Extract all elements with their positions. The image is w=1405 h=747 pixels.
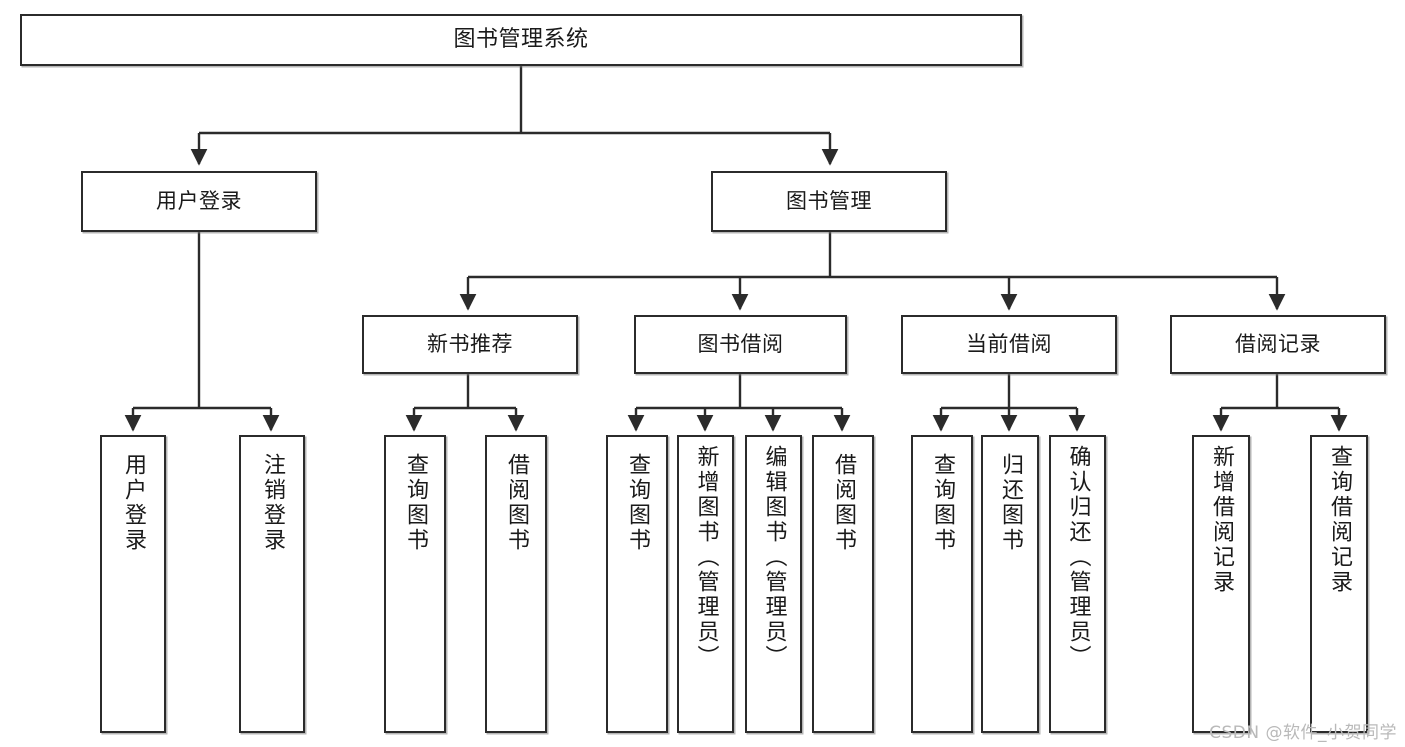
node-leaf-query-record[interactable]: 查询借阅记录 [1310, 435, 1368, 733]
node-current-borrow[interactable]: 当前借阅 [901, 315, 1117, 374]
node-leaf-user-login-label: 用户登录 [121, 453, 146, 553]
node-leaf-user-logout[interactable]: 注销登录 [239, 435, 305, 733]
node-leaf-query-book-2[interactable]: 查询图书 [606, 435, 668, 733]
node-leaf-add-book[interactable]: 新增图书（管理员） [677, 435, 734, 733]
node-leaf-query-record-label: 查询借阅记录 [1327, 445, 1352, 595]
node-new-book-recommend[interactable]: 新书推荐 [362, 315, 578, 374]
node-leaf-user-login[interactable]: 用户登录 [100, 435, 166, 733]
node-leaf-user-logout-label: 注销登录 [260, 453, 285, 553]
node-leaf-return-book[interactable]: 归还图书 [981, 435, 1039, 733]
node-leaf-confirm-return[interactable]: 确认归还（管理员） [1049, 435, 1106, 733]
node-book-borrow-label: 图书借阅 [697, 331, 784, 356]
node-user-login-label: 用户登录 [156, 188, 242, 213]
node-leaf-borrow-book-1[interactable]: 借阅图书 [485, 435, 547, 733]
node-leaf-query-book-2-label: 查询图书 [625, 453, 650, 553]
node-book-management-label: 图书管理 [786, 188, 872, 213]
node-leaf-edit-book[interactable]: 编辑图书（管理员） [745, 435, 802, 733]
node-leaf-add-record[interactable]: 新增借阅记录 [1192, 435, 1250, 733]
node-new-book-recommend-label: 新书推荐 [427, 331, 513, 356]
node-root[interactable]: 图书管理系统 [20, 14, 1022, 66]
node-book-management[interactable]: 图书管理 [711, 171, 947, 232]
node-user-login[interactable]: 用户登录 [81, 171, 317, 232]
node-borrow-records[interactable]: 借阅记录 [1170, 315, 1386, 374]
node-borrow-records-label: 借阅记录 [1235, 331, 1321, 356]
node-leaf-confirm-return-label: 确认归还（管理员） [1065, 445, 1091, 670]
node-leaf-add-record-label: 新增借阅记录 [1209, 445, 1234, 595]
node-leaf-query-book-3-label: 查询图书 [930, 453, 955, 553]
csdn-watermark: CSDN @软件_小贺同学 [1209, 723, 1397, 743]
node-leaf-return-book-label: 归还图书 [998, 453, 1023, 553]
node-leaf-add-book-label: 新增图书（管理员） [693, 445, 719, 670]
node-current-borrow-label: 当前借阅 [966, 331, 1052, 356]
node-leaf-query-book-1-label: 查询图书 [403, 453, 428, 553]
node-leaf-edit-book-label: 编辑图书（管理员） [761, 445, 787, 670]
node-root-label: 图书管理系统 [453, 26, 589, 52]
node-leaf-borrow-book-2-label: 借阅图书 [831, 453, 856, 553]
node-leaf-query-book-3[interactable]: 查询图书 [911, 435, 973, 733]
node-leaf-borrow-book-1-label: 借阅图书 [504, 453, 529, 553]
node-leaf-query-book-1[interactable]: 查询图书 [384, 435, 446, 733]
node-book-borrow[interactable]: 图书借阅 [634, 315, 847, 374]
node-leaf-borrow-book-2[interactable]: 借阅图书 [812, 435, 874, 733]
